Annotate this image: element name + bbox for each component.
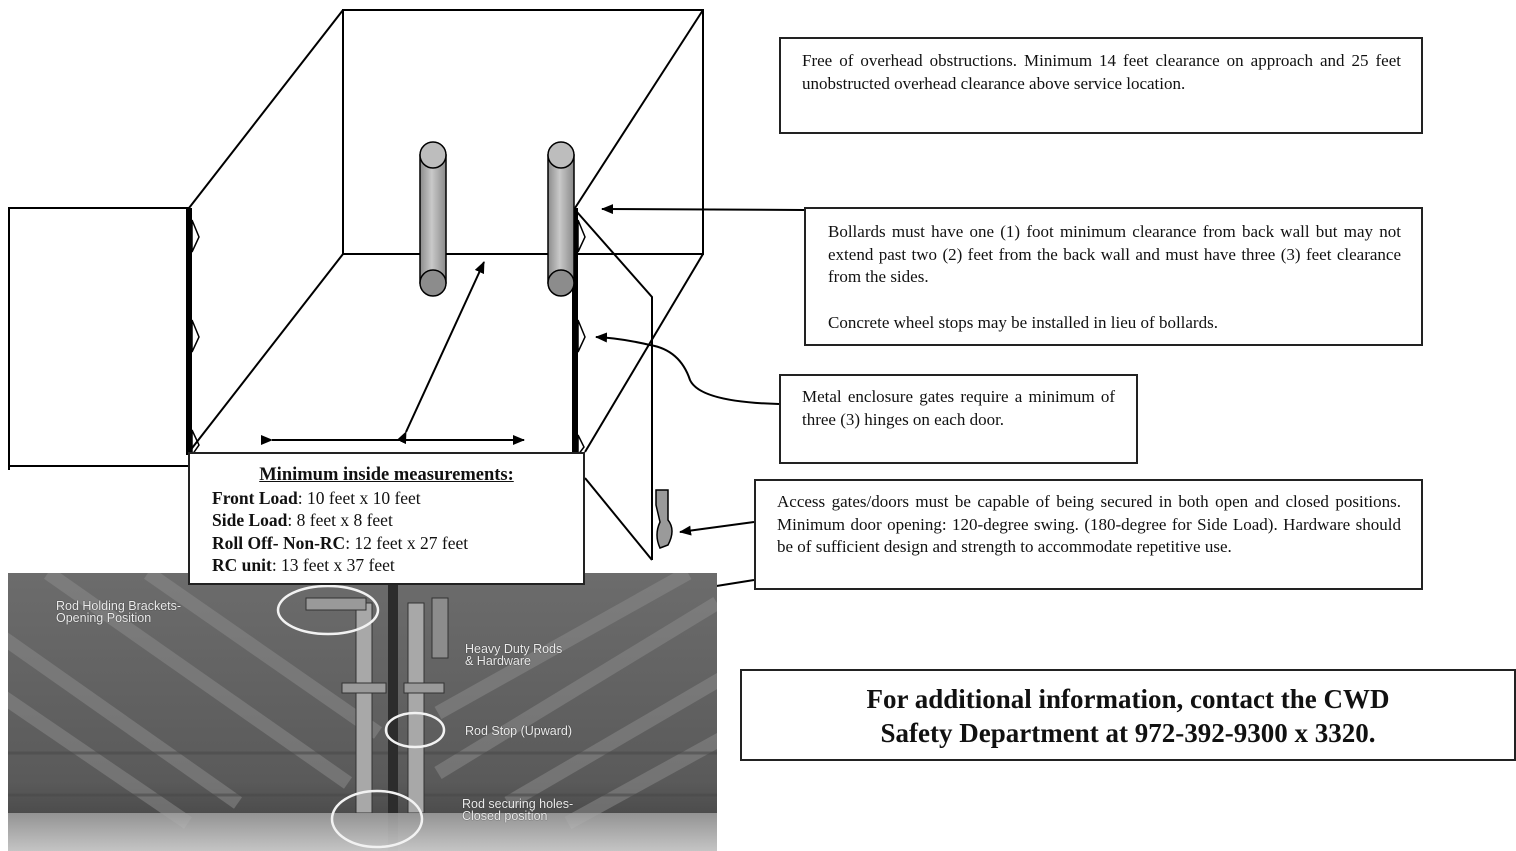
bollard-right — [547, 141, 575, 297]
bollard-left — [419, 141, 447, 297]
photo-label-brackets: Rod Holding Brackets- Opening Position — [56, 599, 182, 625]
gate-handle-icon — [655, 489, 673, 549]
overhead-clearance-text: Free of overhead obstructions. Minimum 1… — [802, 51, 1401, 93]
measurement-value: : 12 feet x 27 feet — [345, 532, 469, 553]
right-gate — [572, 208, 653, 561]
measurement-value: : 10 feet x 10 feet — [297, 487, 421, 508]
bollards-clearance-text: Bollards must have one (1) foot minimum … — [828, 222, 1401, 286]
photo-label-stop: Rod Stop (Upward) — [465, 724, 572, 738]
measurement-label: Side Load — [212, 510, 288, 530]
measurement-row: Front Load: 10 feet x 10 feet — [212, 487, 583, 510]
overhead-clearance-callout: Free of overhead obstructions. Minimum 1… — [779, 37, 1423, 134]
hinges-text: Metal enclosure gates require a minimum … — [802, 387, 1115, 429]
access-gates-callout: Access gates/doors must be capable of be… — [754, 479, 1423, 590]
photo-label-rods: Heavy Duty Rods & Hardware — [465, 642, 563, 668]
measurement-row: RC unit: 13 feet x 37 feet — [212, 554, 583, 577]
bollards-callout: Bollards must have one (1) foot minimum … — [804, 207, 1423, 346]
measurement-value: : 13 feet x 37 feet — [271, 555, 395, 575]
measurement-row: Roll Off- Non-RC: 12 feet x 27 feet — [212, 532, 583, 555]
wheel-stops-text: Concrete wheel stops may be installed in… — [828, 312, 1218, 332]
gate-hardware-photo: Rod Holding Brackets- Opening Position H… — [8, 573, 717, 851]
measurement-label: Front Load — [212, 487, 298, 508]
photo-label-holes: Rod securing holes- Closed position — [462, 797, 574, 823]
enclosure-walls — [188, 9, 704, 453]
measurement-label: RC unit — [212, 555, 272, 575]
measurements-title: Minimum inside measurements: — [259, 465, 514, 485]
contact-line-1: For additional information, contact the … — [866, 684, 1390, 714]
measurement-label: Roll Off- Non-RC — [212, 532, 346, 553]
left-gate — [8, 207, 200, 470]
measurement-row: Side Load: 8 feet x 8 feet — [212, 509, 583, 532]
measurement-value: : 8 feet x 8 feet — [287, 510, 393, 530]
hinges-callout: Metal enclosure gates require a minimum … — [779, 374, 1138, 464]
dimension-arrows — [261, 261, 525, 445]
contact-info-box: For additional information, contact the … — [740, 669, 1516, 761]
contact-line-2: Safety Department at 972-392-9300 x 3320… — [880, 718, 1376, 748]
minimum-measurements-box: Minimum inside measurements: Front Load:… — [188, 452, 585, 585]
access-gates-text: Access gates/doors must be capable of be… — [777, 492, 1401, 556]
